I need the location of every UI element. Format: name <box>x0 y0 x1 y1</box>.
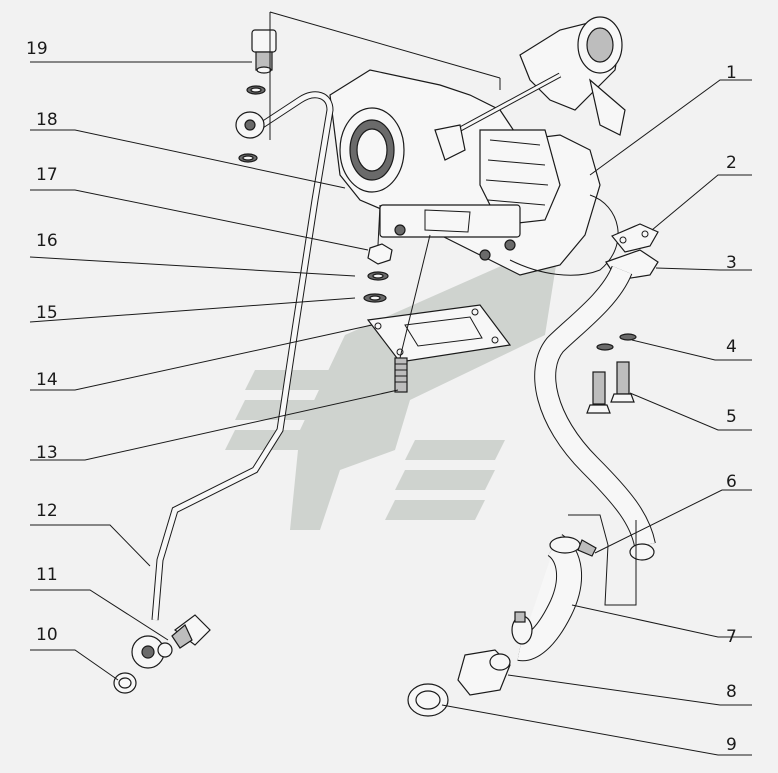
mounting-hardware <box>269 11 512 393</box>
callout-5: 5 <box>726 407 737 427</box>
callout-12: 12 <box>36 501 58 521</box>
callout-15: 15 <box>36 303 58 323</box>
callout-7: 7 <box>726 627 737 647</box>
callout-2: 2 <box>726 153 737 173</box>
banjo-bolt-19 <box>246 29 277 95</box>
callout-9: 9 <box>726 735 737 755</box>
callout-8: 8 <box>726 682 737 702</box>
callout-11: 11 <box>36 565 58 585</box>
callout-1: 1 <box>726 63 737 83</box>
oil-drain-assembly <box>407 223 659 717</box>
callout-3: 3 <box>726 253 737 273</box>
callout-17: 17 <box>36 165 58 185</box>
callout-labels: 1 2 3 4 5 6 7 8 9 10 11 12 13 14 15 16 1… <box>26 39 737 755</box>
callout-10: 10 <box>36 625 58 645</box>
callout-4: 4 <box>726 337 737 357</box>
leader-lines <box>29 61 752 756</box>
callout-13: 13 <box>36 443 58 463</box>
turbocharger-assembly <box>329 16 626 276</box>
callout-14: 14 <box>36 370 58 390</box>
callout-16: 16 <box>36 231 58 251</box>
watermark-logo <box>225 240 560 530</box>
callout-19: 19 <box>26 39 48 59</box>
callout-18: 18 <box>36 110 58 130</box>
oil-feed-pipe-12 <box>113 91 334 694</box>
callout-6: 6 <box>726 472 737 492</box>
